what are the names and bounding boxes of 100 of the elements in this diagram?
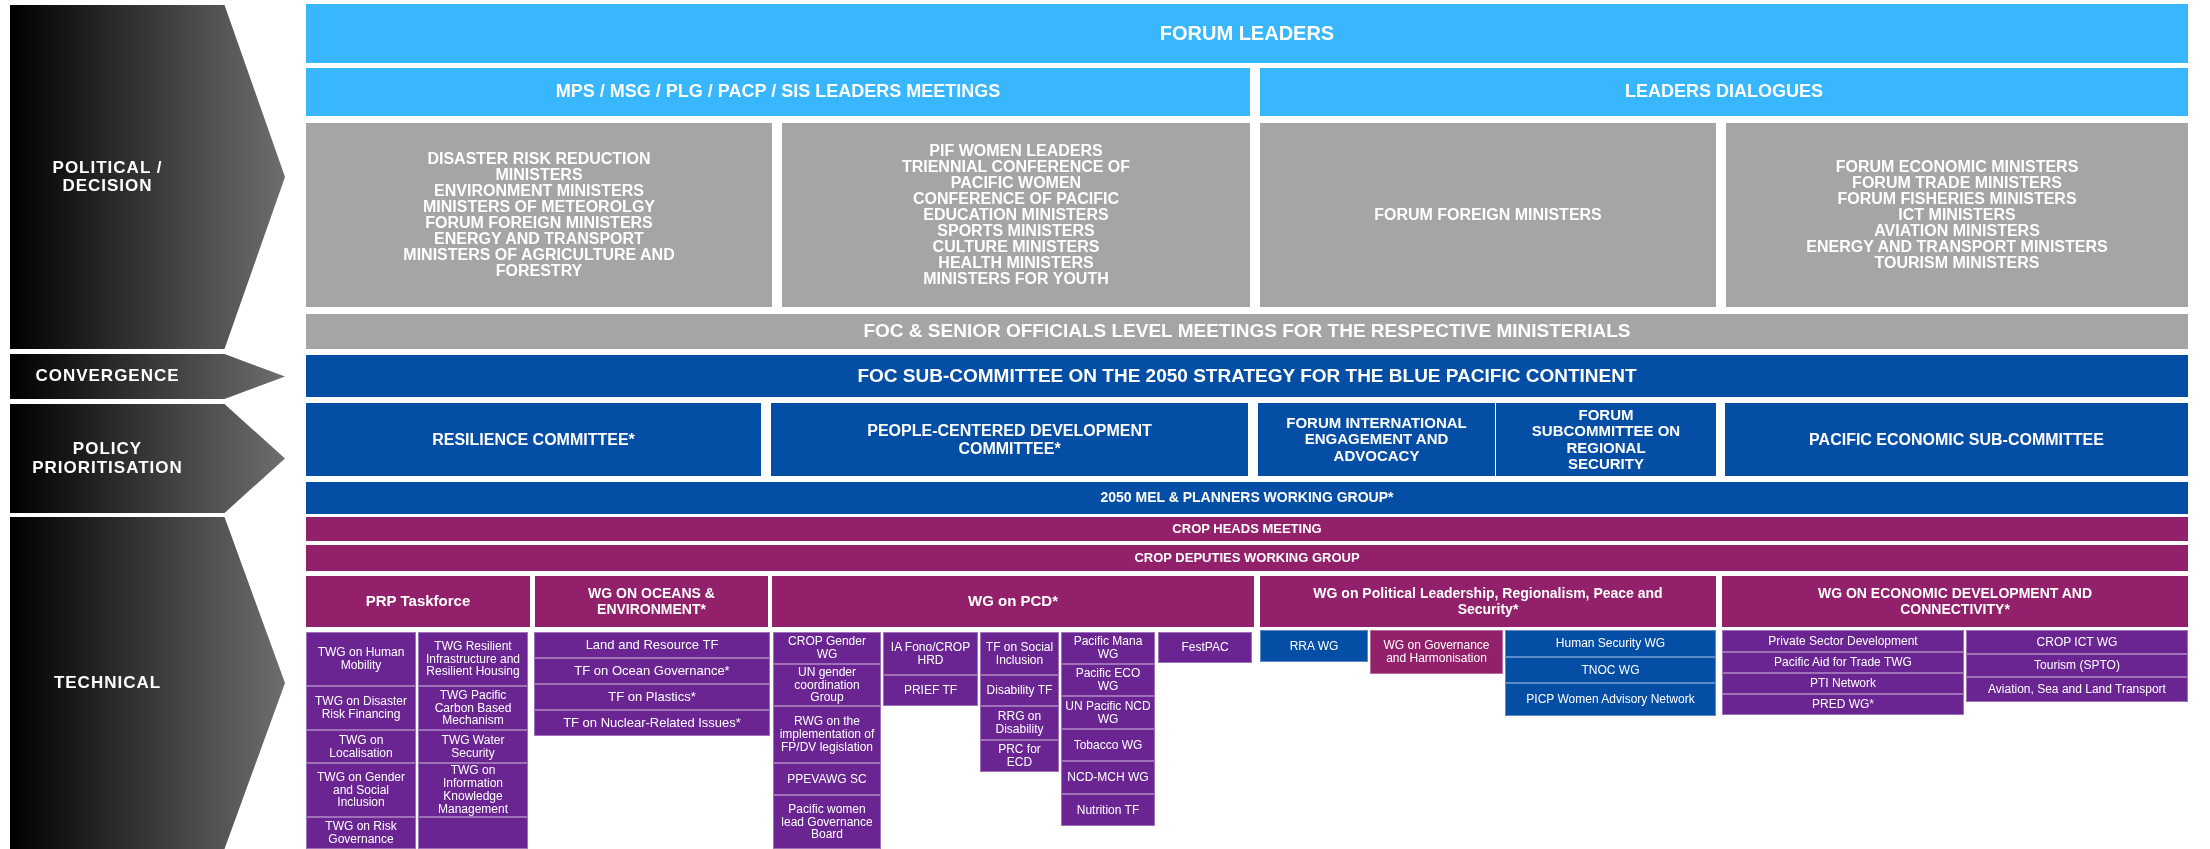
working-group-name: TWG on Human Mobility xyxy=(316,646,406,672)
ministerial-name: ICT MINISTERS xyxy=(1898,207,2016,223)
meeting-name: FOC SUB-COMMITTEE ON THE 2050 STRATEGY FOR THE BLUE PACIFIC CONTINENT xyxy=(857,365,1637,387)
working-group-name: FestPAC xyxy=(1181,641,1229,654)
working-group-name: PRP Taskforce xyxy=(365,593,471,610)
ministerial-name: FORUM FOREIGN MINISTERS xyxy=(1374,207,1602,223)
stage-banner xyxy=(10,354,285,399)
working-group-tile xyxy=(1061,664,1155,696)
working-group-tile xyxy=(980,632,1059,675)
working-group-name: RWG on the implementation of FP/DV legislation xyxy=(778,715,876,754)
ministerial-name: SPORTS MINISTERS xyxy=(937,223,1095,239)
working-group-tile xyxy=(306,632,416,686)
working-group-tile xyxy=(306,817,416,849)
working-group-tile xyxy=(534,632,770,658)
ministerial-name: PIF WOMEN LEADERS xyxy=(929,143,1103,159)
working-group-name: Pacific Aid for Trade TWG xyxy=(1774,656,1912,669)
ministerial-name: DISASTER RISK REDUCTION MINISTERS xyxy=(426,151,652,183)
meeting-name: CROP DEPUTIES WORKING GROUP xyxy=(1134,551,1360,565)
meeting-banner xyxy=(306,314,2188,349)
committee-panel xyxy=(771,403,1248,476)
working-group-name: WG ON OCEANS & ENVIRONMENT* xyxy=(587,586,716,617)
working-group-tile xyxy=(1370,630,1503,674)
stage-label: TECHNICAL xyxy=(53,673,162,693)
working-group-name: WG on Political Leadership, Regionalism, Peace and Security* xyxy=(1312,586,1664,617)
ministerial-name: ENERGY AND TRANSPORT xyxy=(434,231,644,247)
ministerial-name: HEALTH MINISTERS xyxy=(938,255,1094,271)
working-group-tile xyxy=(418,686,528,730)
working-group-tile xyxy=(1260,630,1368,662)
working-group-name: PRC for ECD xyxy=(997,743,1042,769)
working-group-tile xyxy=(883,632,978,675)
working-group-tile xyxy=(1966,654,2188,677)
ministerial-name: MINISTERS OF AGRICULTURE AND FORESTRY xyxy=(402,247,676,279)
working-group-tile xyxy=(1061,729,1155,761)
working-group-tile xyxy=(1722,673,1964,694)
working-group-name: TWG on Risk Governance xyxy=(324,820,398,846)
working-group-name: UN Pacific NCD WG xyxy=(1065,699,1151,726)
meeting-name: MPS / MSG / PLG / PACP / SIS LEADERS MEETINGS xyxy=(555,82,1001,102)
ministerial-name: FORUM FOREIGN MINISTERS xyxy=(425,215,653,231)
meeting-banner xyxy=(306,4,2188,63)
working-group-name: TWG on Gender and Social Inclusion xyxy=(316,770,406,810)
ministerial-name: MINISTERS OF METEOROLGY xyxy=(423,199,655,215)
working-group-name: TNOC WG xyxy=(1581,663,1640,677)
stage-label: POLICY PRIORITISATION xyxy=(31,440,184,477)
working-group-tile xyxy=(773,795,881,849)
working-group-tile xyxy=(534,684,770,710)
working-group-name: RRA WG xyxy=(1289,639,1339,653)
working-group-tile xyxy=(1966,677,2188,702)
working-group-header xyxy=(535,576,768,627)
ministerial-name: FORUM TRADE MINISTERS xyxy=(1852,175,2062,191)
working-group-name: TWG Water Security xyxy=(440,733,506,760)
working-group-name: Nutrition TF xyxy=(1076,803,1140,817)
working-group-name: UN gender coordination Group xyxy=(793,665,861,705)
working-group-name: TWG Resilient Infrastructure and Resilient Housing xyxy=(424,639,522,679)
working-group-name: TWG on Localisation xyxy=(328,733,394,760)
working-group-name: TWG on Disaster Risk Financing xyxy=(314,695,408,721)
working-group-name: Tobacco WG xyxy=(1073,738,1143,752)
working-group-name: Pacific Mana WG xyxy=(1072,635,1144,661)
working-group-tile xyxy=(1722,694,1964,715)
working-group-name: TF on Plastics* xyxy=(608,690,696,704)
working-group-name: Tourism (SPTO) xyxy=(2034,659,2120,672)
meeting-name: FOC & SENIOR OFFICIALS LEVEL MEETINGS FOR THE RESPECTIVE MINISTERIALS xyxy=(863,321,1631,342)
working-group-name: WG on Governance and Harmonisation xyxy=(1382,639,1491,665)
working-group-name: WG ON ECONOMIC DEVELOPMENT AND CONNECTIVITY* xyxy=(1816,586,2093,617)
ministerial-panel xyxy=(306,123,772,307)
working-group-tile xyxy=(1061,632,1155,664)
working-group-header xyxy=(306,576,530,627)
working-group-name: RRG on Disability xyxy=(994,710,1045,736)
working-group-tile xyxy=(418,730,528,763)
meeting-banner xyxy=(306,68,1250,116)
meeting-banner xyxy=(306,355,2188,397)
working-group-tile xyxy=(980,706,1059,740)
working-group-tile xyxy=(773,706,881,763)
working-group-tile xyxy=(1722,652,1964,673)
working-group-name: PTI Network xyxy=(1810,677,1876,690)
committee-name: FORUM SUBCOMMITTEE ON REGIONAL SECURITY xyxy=(1531,407,1681,472)
ministerial-name: TRIENNIAL CONFERENCE OF PACIFIC WOMEN xyxy=(900,159,1132,191)
committee-panel xyxy=(1258,403,1495,476)
meeting-banner xyxy=(1260,68,2188,116)
working-group-tile xyxy=(418,763,528,817)
committee-panel xyxy=(1496,403,1716,476)
working-group-tile xyxy=(1966,630,2188,654)
ministerial-name: FORUM FISHERIES MINISTERS xyxy=(1837,191,2077,207)
ministerial-name: TOURISM MINISTERS xyxy=(1874,255,2040,271)
committee-panel xyxy=(1725,403,2188,476)
working-group-tile xyxy=(306,730,416,763)
working-group-name: PPEVAWG SC xyxy=(787,772,867,786)
ministerial-name: ENVIRONMENT MINISTERS xyxy=(434,183,644,199)
working-group-tile xyxy=(1505,657,1716,683)
working-group-tile xyxy=(1505,683,1716,716)
working-group-name: PICP Women Advisory Network xyxy=(1526,693,1695,706)
working-group-name: TWG Pacific Carbon Based Mechanism xyxy=(433,688,513,728)
ministerial-name: AVIATION MINISTERS xyxy=(1874,223,2040,239)
working-group-name: TF on Nuclear-Related Issues* xyxy=(563,716,741,730)
working-group-header xyxy=(772,576,1254,627)
meeting-banner xyxy=(306,482,2188,514)
stage-banner xyxy=(10,5,285,349)
ministerial-panel xyxy=(1726,123,2188,307)
ministerial-name: ENERGY AND TRANSPORT MINISTERS xyxy=(1806,239,2108,255)
ministerial-name: CULTURE MINISTERS xyxy=(932,239,1100,255)
working-group-name: Pacific women lead Governance Board xyxy=(780,802,874,842)
